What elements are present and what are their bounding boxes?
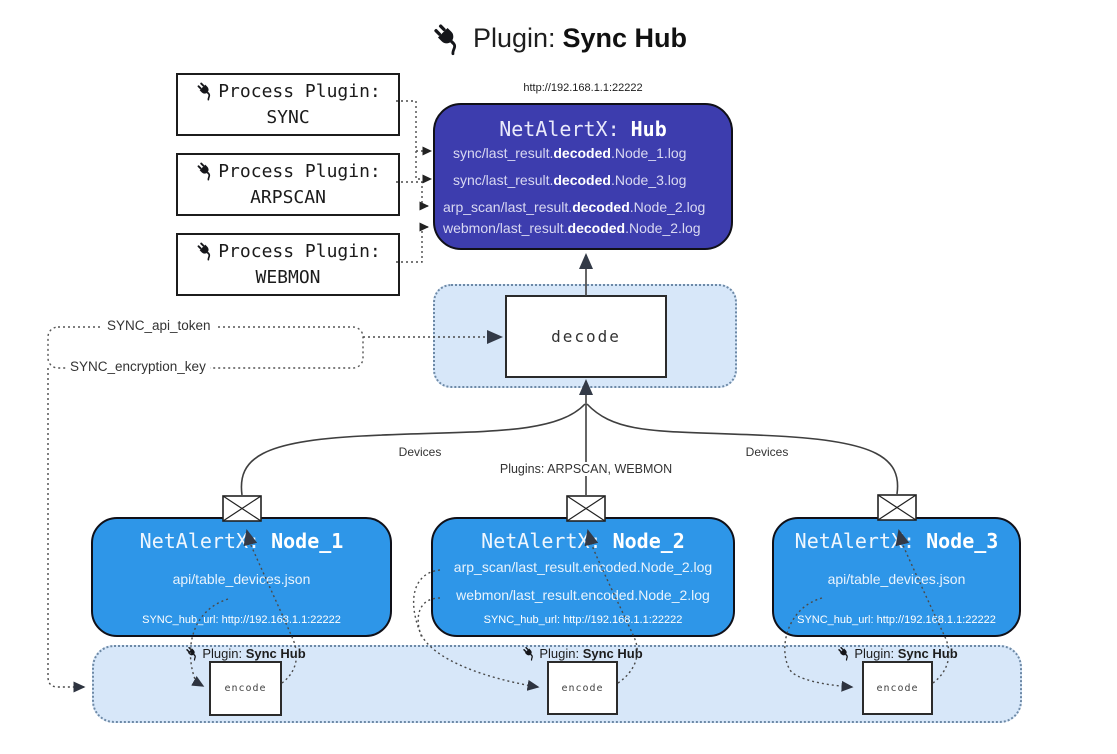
node1-box: NetAlertX:Node_1 api/table_devices.json …: [91, 517, 392, 637]
process-plugin-sync-box: Process Plugin: SYNC: [176, 73, 400, 136]
hub-log-line: webmon/last_result.decoded.Node_2.log: [443, 220, 701, 236]
process-plugin-arpscan-line1: Process Plugin:: [195, 159, 381, 185]
encoder1-label: Plugin: Sync Hub: [184, 645, 306, 661]
process-plugin-arpscan-box: Process Plugin: ARPSCAN: [176, 153, 400, 216]
encoder3-label: Plugin: Sync Hub: [836, 645, 958, 661]
process-plugin-arpscan-line2: ARPSCAN: [250, 186, 326, 208]
process-plugin-sync-line1: Process Plugin:: [195, 79, 381, 105]
process-plugin-webmon-line1: Process Plugin:: [195, 239, 381, 265]
encode3-box: encode: [862, 661, 933, 715]
plug-icon: [195, 160, 216, 181]
plug-icon: [430, 20, 466, 56]
hub-log-line: arp_scan/last_result.decoded.Node_2.log: [443, 199, 706, 215]
process-plugin-sync-line2: SYNC: [266, 106, 310, 128]
envelope-icon: [566, 495, 606, 522]
edge-sync-to-log1: [396, 100, 432, 156]
hub-log-line: sync/last_result.decoded.Node_1.log: [453, 145, 687, 161]
envelope-icon: [877, 494, 917, 521]
node2-title: NetAlertX:Node_2: [481, 529, 685, 553]
plug-icon: [184, 645, 200, 661]
node3-hub-url: SYNC_hub_url: http://192.168.1.1:22222: [797, 614, 996, 626]
edge-sync-to-log2: [415, 151, 432, 184]
node3-title: NetAlertX:Node_3: [794, 529, 999, 553]
page-title-name: Sync Hub: [562, 22, 688, 53]
node1-title: NetAlertX:Node_1: [139, 529, 344, 553]
devices-left-label: Devices: [394, 445, 446, 459]
node1-hub-url: SYNC_hub_url: http://192.168.1.1:22222: [142, 614, 341, 626]
hub-box: NetAlertX:Hub sync/last_result.decoded.N…: [433, 103, 733, 250]
hub-title: NetAlertX:Hub: [499, 117, 667, 141]
envelope-icon: [222, 495, 262, 522]
edge-arpscan-to-log3: [396, 181, 429, 211]
devices-right-label: Devices: [741, 445, 793, 459]
plugins-edge-label: Plugins: ARPSCAN, WEBMON: [495, 462, 677, 476]
page-title-prefix: Plugin:: [472, 22, 556, 53]
node2-hub-url: SYNC_hub_url: http://192.168.1.1:22222: [483, 614, 683, 626]
plug-icon: [521, 645, 537, 661]
process-plugin-webmon-line2: WEBMON: [255, 266, 321, 288]
hub-log-line: sync/last_result.decoded.Node_3.log: [453, 172, 687, 188]
process-plugin-webmon-box: Process Plugin: WEBMON: [176, 233, 400, 296]
plug-icon: [836, 645, 852, 661]
sync-api-token-label: SYNC_api_token: [103, 318, 215, 333]
edge-key-to-encoders: [47, 368, 86, 693]
edge-webmon-to-log4: [396, 222, 429, 263]
node2-file: arp_scan/last_result.encoded.Node_2.log: [453, 559, 713, 575]
node1-file: api/table_devices.json: [172, 571, 311, 587]
node2-file: webmon/last_result.encoded.Node_2.log: [456, 587, 710, 603]
hub-url-label: http://192.168.1.1:22222: [523, 82, 643, 94]
page-title: Plugin: Sync Hub: [0, 16, 1117, 60]
encoder2-label: Plugin: Sync Hub: [521, 645, 643, 661]
encode2-box: encode: [547, 661, 618, 715]
sync-encryption-key-label: SYNC_encryption_key: [66, 359, 210, 374]
plug-icon: [195, 240, 216, 261]
encode1-box: encode: [209, 661, 282, 716]
node3-file: api/table_devices.json: [827, 571, 966, 587]
node2-box: NetAlertX:Node_2 arp_scan/last_result.en…: [431, 517, 735, 637]
plug-icon: [195, 80, 216, 101]
node3-box: NetAlertX:Node_3 api/table_devices.json …: [772, 517, 1021, 637]
decode-box: decode: [505, 295, 667, 378]
